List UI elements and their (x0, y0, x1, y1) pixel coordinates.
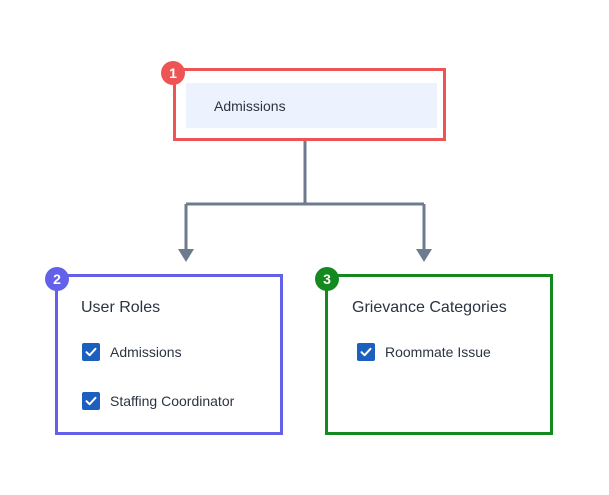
checkbox-row-roommate-issue[interactable]: Roommate Issue (357, 343, 491, 361)
selected-item-label: Admissions (214, 97, 286, 114)
user-roles-panel: User Roles Admissions Staffing Coordinat… (55, 274, 283, 435)
arrowhead-right-icon (416, 249, 432, 262)
checkbox-label-staffing-coordinator: Staffing Coordinator (110, 393, 235, 409)
step-badge-2: 2 (45, 267, 69, 291)
arrowhead-left-icon (178, 249, 194, 262)
checkbox-label-admissions: Admissions (110, 344, 182, 360)
checkbox-roommate-issue[interactable] (357, 343, 375, 361)
grievance-categories-panel: Grievance Categories Roommate Issue (325, 274, 553, 435)
checkmark-icon (85, 396, 97, 406)
checkbox-row-staffing-coordinator[interactable]: Staffing Coordinator (82, 392, 234, 410)
checkmark-icon (360, 347, 372, 357)
checkbox-row-admissions[interactable]: Admissions (82, 343, 182, 361)
grievance-categories-title: Grievance Categories (352, 299, 507, 316)
selected-item-admissions[interactable]: Admissions (186, 83, 437, 128)
checkbox-label-roommate-issue: Roommate Issue (385, 344, 491, 360)
step-badge-1: 1 (161, 61, 185, 85)
selected-item-box: Admissions (173, 68, 446, 141)
checkbox-admissions[interactable] (82, 343, 100, 361)
checkbox-staffing-coordinator[interactable] (82, 392, 100, 410)
checkmark-icon (85, 347, 97, 357)
user-roles-title: User Roles (81, 299, 161, 316)
step-badge-3: 3 (315, 267, 339, 291)
